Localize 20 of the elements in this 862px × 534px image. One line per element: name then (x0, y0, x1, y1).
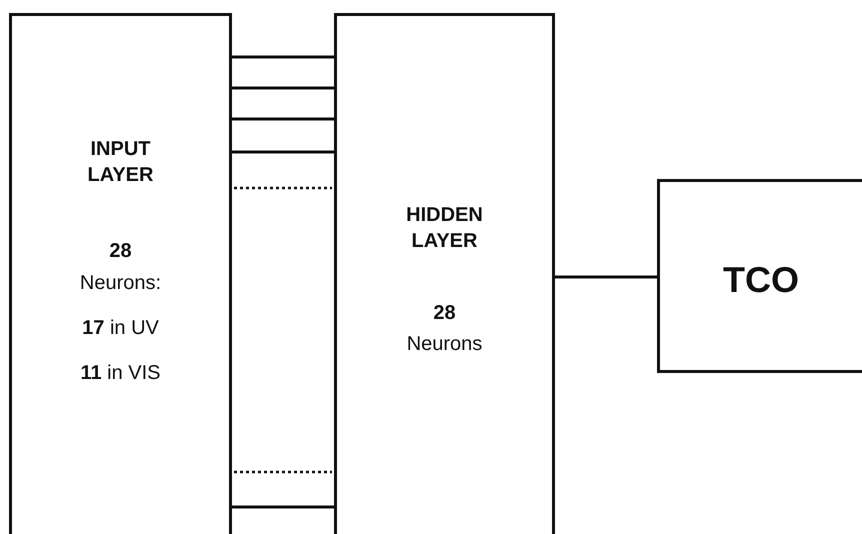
connector-line (232, 506, 334, 508)
dotted-connector (234, 186, 332, 190)
layer-box (334, 13, 555, 534)
layer-label: TCO (722, 258, 800, 302)
connector-line (232, 150, 334, 154)
layer-label: 28 (108, 239, 133, 264)
layer-label: HIDDEN LAYER (405, 203, 484, 254)
connector-line (232, 56, 334, 58)
layer-box (9, 13, 232, 534)
layer-label: 17 in UV (81, 316, 160, 341)
layer-box (657, 179, 862, 373)
dotted-connector (234, 470, 332, 474)
connector-line (232, 118, 334, 120)
connector-line (232, 86, 334, 90)
connector-line (555, 276, 657, 278)
layer-label: 28 (432, 301, 457, 326)
layer-label: Neurons (406, 332, 484, 357)
layer-label: INPUT LAYER (86, 137, 154, 188)
layer-label: 11 in VIS (79, 361, 162, 386)
layer-label: Neurons: (78, 271, 162, 296)
